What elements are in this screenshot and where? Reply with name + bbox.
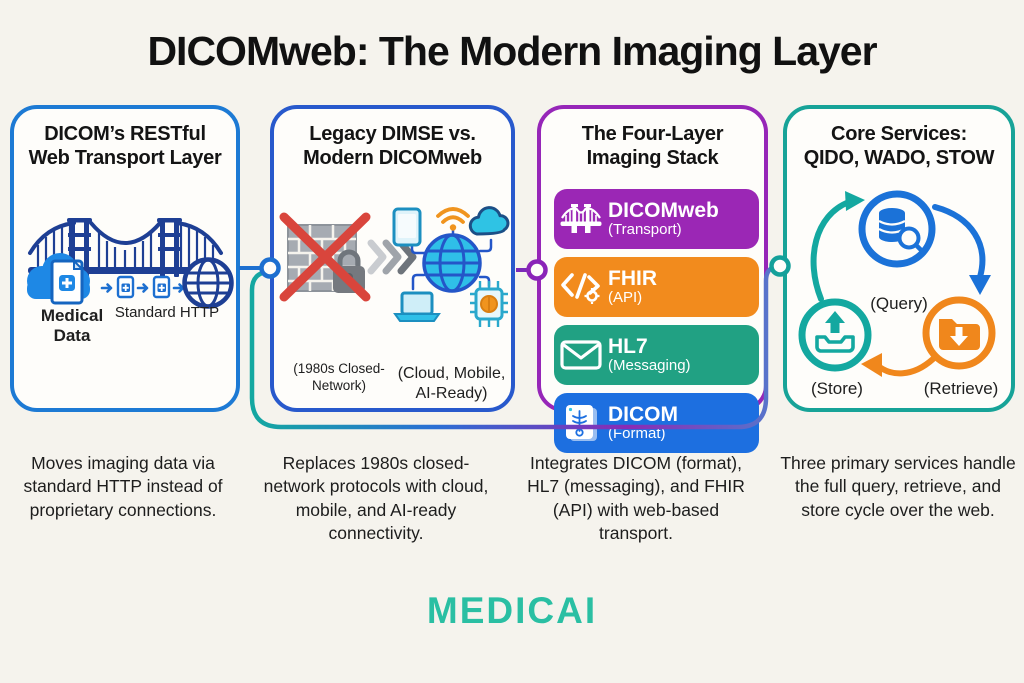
panel1-title-line1: DICOM’s RESTful xyxy=(44,123,206,145)
laptop-icon xyxy=(393,291,441,322)
stack-layer-name: DICOMweb xyxy=(608,199,719,223)
store-service-icon xyxy=(798,298,872,372)
stack-layer-name: HL7 xyxy=(608,335,648,359)
stack-layer-text: DICOM (Format) xyxy=(608,403,678,443)
store-label: (Store) xyxy=(811,379,863,398)
stack-layer-text: HL7 (Messaging) xyxy=(608,335,691,375)
stack-layer-dicom: DICOM (Format) xyxy=(554,393,759,453)
query-label: (Query) xyxy=(870,294,928,313)
panel2-title-line1: Legacy DIMSE vs. xyxy=(309,123,476,145)
panel4-title: Core Services: QIDO, WADO, STOW xyxy=(791,122,1007,171)
transition-chevrons-icon xyxy=(367,239,417,275)
panel-core-services: Core Services: QIDO, WADO, STOW xyxy=(783,105,1015,412)
imaging-stack-list: DICOMweb (Transport) xyxy=(554,189,759,461)
bridge-illustration xyxy=(27,218,234,309)
panel2-description: Replaces 1980s closed-network protocols … xyxy=(263,453,489,543)
stack-layer-dicomweb: DICOMweb (Transport) xyxy=(554,189,759,249)
ai-chip-icon xyxy=(470,281,508,327)
panel2-title: Legacy DIMSE vs. Modern DICOMweb xyxy=(278,122,507,171)
panel-legacy-vs-modern: Legacy DIMSE vs. Modern DICOMweb xyxy=(270,105,515,412)
cloud-icon xyxy=(468,206,510,236)
panel1-description: Moves imaging data via standard HTTP ins… xyxy=(23,453,223,520)
retrieve-label: (Retrieve) xyxy=(923,379,999,398)
store-to-query-arrow xyxy=(810,191,865,302)
panel4-title-line2: QIDO, WADO, STOW xyxy=(803,147,995,170)
medicai-logo: MEDICAI xyxy=(426,590,598,631)
bridge-icon xyxy=(554,202,608,236)
code-icon xyxy=(554,269,608,305)
internet-globe-icon xyxy=(422,233,482,293)
panel4-title-line1: Core Services: xyxy=(831,123,967,145)
panel-web-transport: DICOM’s RESTful Web Transport Layer xyxy=(10,105,240,412)
web-globe-icon xyxy=(182,257,234,309)
stack-layer-hl7: HL7 (Messaging) xyxy=(554,325,759,385)
panel4-description: Three primary services handle the full q… xyxy=(780,453,1016,520)
query-to-retrieve-arrow xyxy=(932,204,991,295)
stack-layer-role: (API) xyxy=(608,289,643,307)
retrieve-service-icon xyxy=(922,296,996,370)
stack-layer-name: DICOM xyxy=(608,403,678,427)
stack-layer-text: DICOMweb (Transport) xyxy=(608,199,719,239)
http-packet-arrows-icon xyxy=(100,275,185,299)
medical-data-cloud-icon xyxy=(27,253,90,305)
panel-imaging-stack: The Four-Layer Imaging Stack xyxy=(537,105,768,453)
query-service-icon xyxy=(858,190,936,268)
stack-layer-text: FHIR (API) xyxy=(608,267,657,307)
legacy-modern-illustration xyxy=(279,206,510,327)
tablet-icon xyxy=(392,207,422,247)
envelope-icon xyxy=(554,339,608,371)
stack-layer-fhir: FHIR (API) xyxy=(554,257,759,317)
panel2-title-line2: Modern DICOMweb xyxy=(303,147,482,170)
panel1-title: DICOM’s RESTful Web Transport Layer xyxy=(18,122,232,171)
legacy-network-label: (1980s Closed-Network) xyxy=(293,361,385,393)
panel3-title-line2: Imaging Stack xyxy=(586,147,719,170)
xray-film-icon xyxy=(554,403,608,443)
retrieve-to-store-arrow xyxy=(861,353,936,377)
stack-layer-name: FHIR xyxy=(608,267,657,291)
wifi-icon xyxy=(436,207,470,231)
stack-layer-role: (Transport) xyxy=(608,221,682,239)
panel3-title-line1: The Four-Layer xyxy=(581,123,724,145)
stack-layer-role: (Messaging) xyxy=(608,357,691,375)
modern-network-label: (Cloud, Mobile, AI-Ready) xyxy=(397,365,506,402)
panel3-title: The Four-Layer Imaging Stack xyxy=(545,122,760,171)
panel3-description: Integrates DICOM (format), HL7 (messagin… xyxy=(527,453,745,543)
medical-data-label: Medical Data xyxy=(40,306,104,345)
standard-http-label: Standard HTTP xyxy=(114,304,220,321)
service-cycle-illustration xyxy=(798,190,996,377)
page-title: DICOMweb: The Modern Imaging Layer xyxy=(147,28,877,74)
panel1-title-line2: Web Transport Layer xyxy=(28,147,222,170)
stack-layer-role: (Format) xyxy=(608,425,666,443)
